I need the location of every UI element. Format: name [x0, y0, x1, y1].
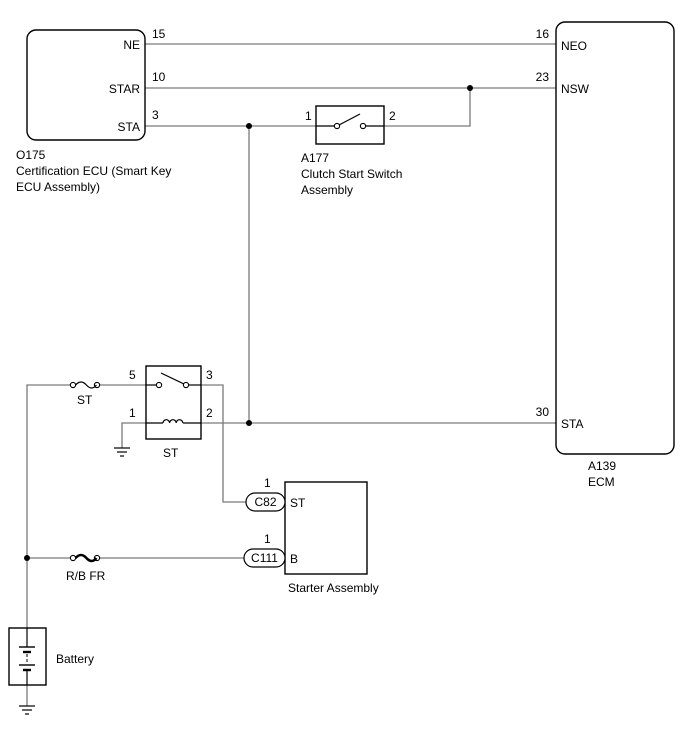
cert-ecu-pin-star-label: STAR — [109, 82, 140, 96]
fuse-rb-fr-icon — [74, 553, 98, 563]
st-relay-pin-2: 2 — [206, 406, 213, 420]
fuse-st-label: ST — [77, 393, 93, 407]
wires — [26, 43, 556, 706]
clutch-switch-pin-1: 1 — [305, 109, 312, 123]
fuse-rb-fr-label: R/B FR — [66, 569, 106, 583]
ecm-pin-sta-number: 30 — [536, 405, 550, 419]
connector-c111-label: C111 — [251, 551, 278, 565]
fuse-st: ST — [69, 381, 101, 407]
ecm-name: ECM — [588, 475, 615, 489]
st-relay: 5 3 1 2 ST — [129, 365, 213, 460]
connector-c82-label: C82 — [254, 495, 276, 509]
cert-ecu-pin-star-number: 10 — [152, 70, 166, 84]
starter-assembly-label: Starter Assembly — [288, 581, 379, 595]
starter-terminal-b: B — [290, 552, 298, 566]
ecm-box — [555, 21, 675, 455]
wire-relay-ground — [121, 422, 146, 448]
cert-ecu-pin-ne-number: 15 — [152, 27, 166, 41]
clutch-switch-name-line2: Assembly — [301, 183, 353, 197]
clutch-switch-code: A177 — [301, 151, 329, 165]
st-relay-pin-1: 1 — [129, 406, 136, 420]
battery-label: Battery — [56, 652, 94, 666]
connector-c82 — [245, 492, 286, 512]
fuse-terminal — [69, 554, 77, 562]
wire-clutch-nsw — [384, 88, 471, 127]
starter-terminal-st: ST — [290, 496, 306, 510]
ecm-pin-neo-number: 16 — [536, 27, 550, 41]
certification-ecu: NE 15 STAR 10 STA 3 O175 Certification E… — [16, 27, 171, 194]
clutch-switch-contact — [333, 122, 341, 130]
starter-assembly-box — [284, 481, 368, 575]
fuse-rb-fr: R/B FR — [66, 553, 106, 583]
junction-dot — [467, 85, 473, 91]
cert-ecu-pin-sta-label: STA — [118, 120, 140, 134]
cert-ecu-pin-ne-label: NE — [123, 38, 140, 52]
cert-ecu-pin-sta-number: 3 — [152, 108, 159, 122]
clutch-switch-contact — [359, 122, 367, 130]
relay-switch-blade — [160, 372, 185, 385]
ecm-code: A139 — [588, 459, 616, 473]
connector-c111 — [243, 548, 286, 568]
junction-dot — [246, 123, 252, 129]
clutch-switch-box — [315, 105, 385, 145]
connector-c111-pin: 1 — [264, 532, 271, 546]
junction-dot — [24, 555, 30, 561]
junction-dot — [246, 420, 252, 426]
relay-switch-contact — [155, 381, 163, 389]
cert-ecu-name-line2: ECU Assembly) — [16, 180, 100, 194]
certification-ecu-box — [26, 29, 146, 141]
ecm-pin-neo-label: NEO — [561, 39, 587, 53]
ground-icon — [19, 705, 35, 715]
ecm-pin-sta-label: STA — [561, 417, 583, 431]
st-relay-pin-3: 3 — [206, 368, 213, 382]
st-relay-pin-5: 5 — [129, 368, 136, 382]
st-relay-box — [145, 365, 202, 440]
battery: Battery — [8, 627, 94, 686]
wire-battery-bus — [26, 384, 70, 628]
clutch-switch-pin-2: 2 — [389, 109, 396, 123]
ecm: NEO 16 NSW 23 STA 30 A139 ECM — [536, 21, 675, 489]
ecm-pin-nsw-label: NSW — [561, 82, 590, 96]
fuse-terminal — [69, 381, 77, 389]
fuse-st-icon — [75, 381, 97, 389]
clutch-start-switch: 1 2 A177 Clutch Start Switch Assembly — [301, 105, 402, 197]
st-relay-label: ST — [163, 446, 179, 460]
ecm-pin-nsw-number: 23 — [536, 70, 550, 84]
wire-relay-starter-st — [201, 384, 246, 503]
ground-icon — [114, 447, 130, 457]
cert-ecu-code: O175 — [16, 148, 46, 162]
relay-switch-contact — [182, 381, 190, 389]
connector-c82-pin: 1 — [264, 476, 271, 490]
clutch-switch-blade — [338, 113, 361, 126]
relay-coil-icon — [162, 419, 184, 424]
cert-ecu-name-line1: Certification ECU (Smart Key — [16, 164, 171, 178]
clutch-switch-name-line1: Clutch Start Switch — [301, 167, 402, 181]
starter-assembly: C82 1 ST C111 1 B Starter Assembly — [243, 476, 379, 595]
